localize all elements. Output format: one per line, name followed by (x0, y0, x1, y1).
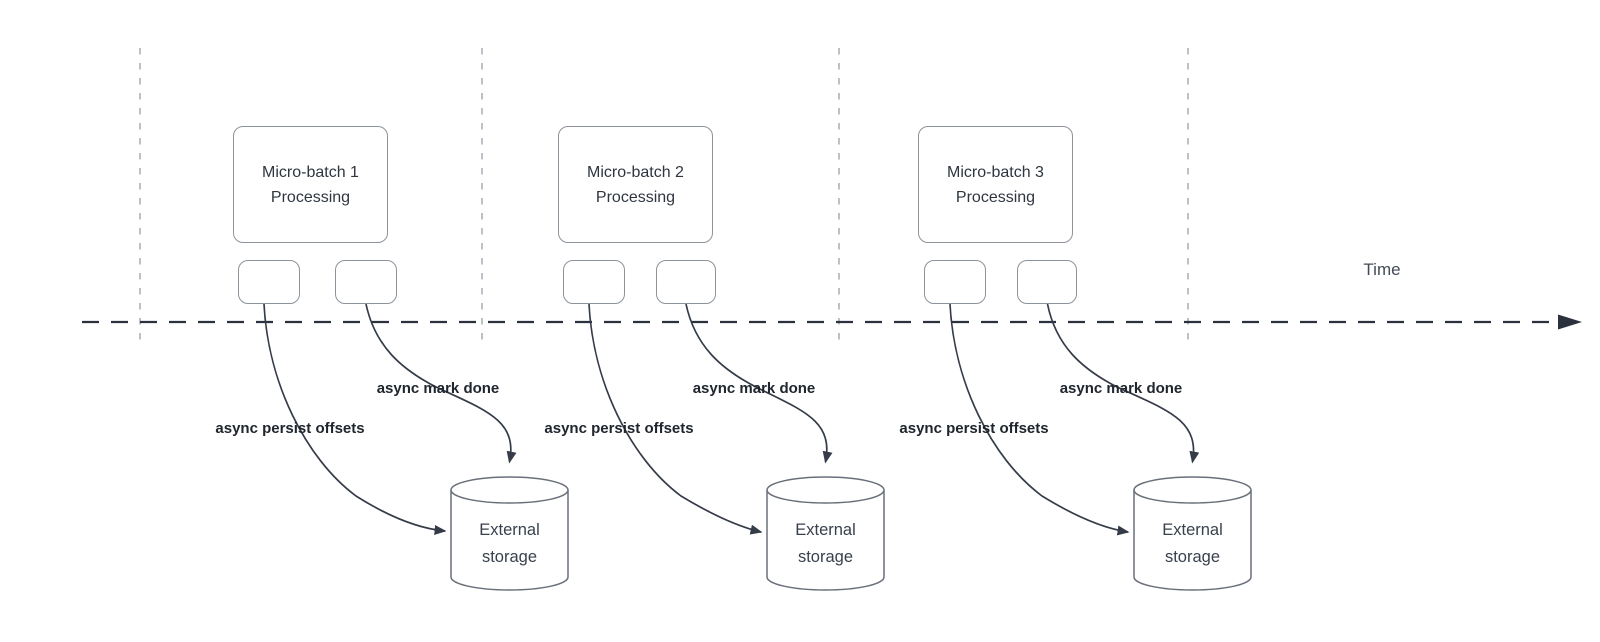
persist-offsets-arrow-2 (588, 303, 763, 535)
persist-task-box-1 (238, 260, 300, 304)
storage-cylinder-2 (766, 476, 885, 591)
external-storage-label-2-line1: External (795, 521, 856, 539)
mark-done-task-box-2 (656, 260, 716, 304)
storage-cylinder-3 (1133, 476, 1252, 591)
time-axis-label: Time (1363, 260, 1401, 279)
persist-offsets-label-3: async persist offsets (899, 420, 1049, 437)
micro-batch-1-subtitle: Processing (270, 188, 351, 206)
micro-batch-2-title: Micro-batch 2 (587, 163, 684, 181)
external-storage-label-1-line2: storage (481, 548, 538, 566)
external-storage-label-3-line2: storage (1164, 548, 1221, 566)
mark-done-arrow-1 (365, 303, 517, 464)
micro-batch-3-process-box: Micro-batch 3 Processing (918, 126, 1073, 243)
mark-done-task-box-3 (1017, 260, 1077, 304)
external-storage-label-3-line1: External (1162, 521, 1223, 539)
external-storage-label-1: External storage (451, 517, 568, 571)
persist-task-box-3 (924, 260, 986, 304)
mark-done-label-1: async mark done (376, 380, 500, 397)
persist-offsets-arrow-1 (263, 303, 447, 535)
micro-batch-3-subtitle: Processing (955, 188, 1036, 206)
mark-done-arrow-3 (1046, 303, 1200, 464)
micro-batch-2-subtitle: Processing (595, 188, 676, 206)
persist-task-box-2 (563, 260, 625, 304)
micro-batch-1-process-box: Micro-batch 1 Processing (233, 126, 388, 243)
micro-batch-1-title: Micro-batch 1 (262, 163, 359, 181)
storage-cylinder-1 (450, 476, 569, 591)
time-axis-arrowhead-icon (1558, 314, 1582, 330)
mark-done-label-2: async mark done (692, 380, 816, 397)
external-storage-label-1-line1: External (479, 521, 540, 539)
external-storage-label-3: External storage (1134, 517, 1251, 571)
persist-offsets-label-2: async persist offsets (544, 420, 694, 437)
micro-batch-3-title: Micro-batch 3 (947, 163, 1044, 181)
micro-batch-2-process-box: Micro-batch 2 Processing (558, 126, 713, 243)
mark-done-task-box-1 (335, 260, 397, 304)
persist-offsets-label-1: async persist offsets (215, 420, 365, 437)
external-storage-label-2-line2: storage (797, 548, 854, 566)
mark-done-label-3: async mark done (1059, 380, 1183, 397)
external-storage-label-2: External storage (767, 517, 884, 571)
persist-offsets-arrow-3 (949, 303, 1130, 536)
mark-done-arrow-2 (685, 303, 833, 464)
